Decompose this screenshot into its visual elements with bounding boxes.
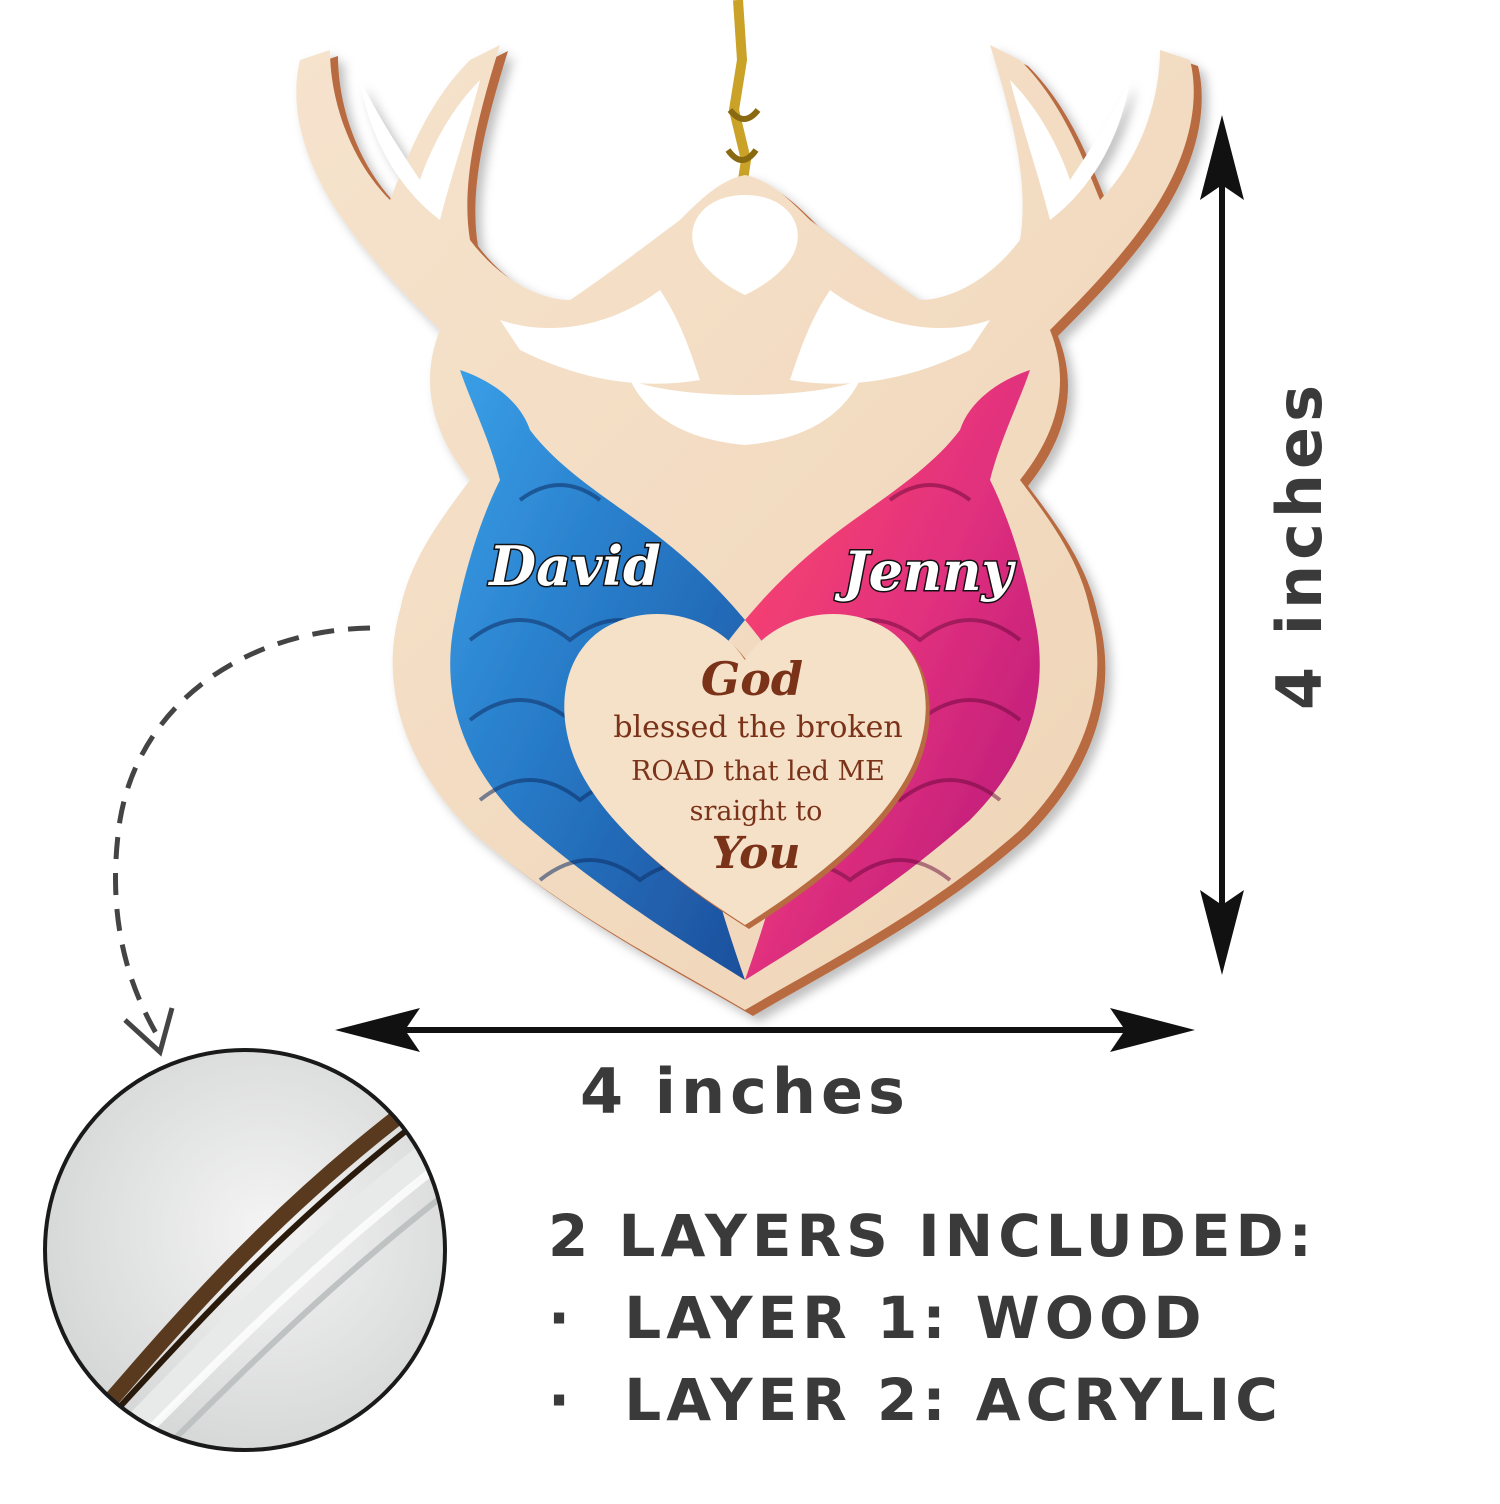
quote-line-5: You [712,828,801,879]
width-arrow-icon [335,1008,1195,1052]
layer-1-item: · LAYER 1: WOOD [548,1277,1428,1359]
name-left: David [487,534,660,598]
quote-line-2: blessed the broken [613,710,902,745]
width-label: 4 inches [580,1055,910,1128]
quote-line-3: ROAD that led ME [631,756,885,787]
layer-2-item: · LAYER 2: ACRYLIC [548,1359,1428,1441]
bullet: · [548,1284,576,1352]
ornament-body [296,45,1202,1016]
closeup-layers-photo [43,1048,447,1452]
height-label: 4 inches [1263,380,1336,710]
name-right: Jenny [834,539,1016,603]
dashed-callout-arrow-icon [113,625,371,1057]
gold-string-icon [725,0,761,201]
layer-2-label: LAYER 2: ACRYLIC [624,1366,1283,1434]
height-arrow-icon [1200,115,1244,975]
quote-line-1: God [701,652,803,706]
bullet: · [548,1366,576,1434]
layer-1-label: LAYER 1: WOOD [624,1284,1207,1352]
layers-heading: 2 LAYERS INCLUDED: [548,1202,1317,1270]
quote-line-4: sraight to [690,796,823,827]
layers-info: 2 LAYERS INCLUDED: · LAYER 1: WOOD · LAY… [548,1195,1428,1441]
